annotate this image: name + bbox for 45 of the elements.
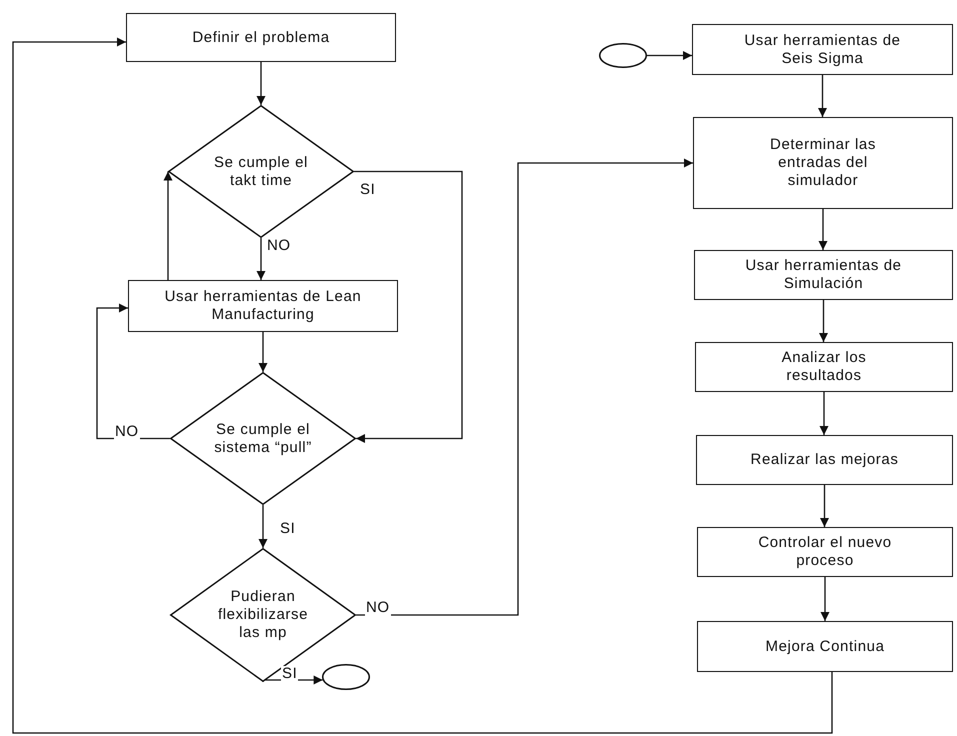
arrow	[820, 392, 828, 435]
edge-label: SI	[281, 666, 298, 682]
terminal-ellipse	[599, 43, 647, 68]
node-label: Analizar los resultados	[780, 349, 868, 385]
arrow	[818, 209, 828, 250]
process-box	[128, 280, 398, 332]
node-label: Usar herramientas de Seis Sigma	[743, 32, 902, 68]
node-label: Determinar las entradas del simulador	[769, 136, 877, 190]
arrow	[356, 158, 693, 616]
process-box	[695, 342, 953, 392]
decision-diamond	[170, 372, 356, 505]
edge-label: NO	[365, 600, 391, 616]
arrow	[354, 170, 463, 443]
arrow	[256, 238, 266, 280]
arrow	[258, 332, 268, 372]
decision-diamond	[168, 105, 354, 238]
node-label: Usar herramientas de Lean Manufacturing	[164, 288, 362, 324]
node-label: Usar herramientas de Simulación	[744, 257, 903, 293]
node-label: Se cumple el takt time	[213, 154, 309, 190]
node-label: Definir el problema	[192, 28, 330, 46]
node-label: Controlar el nuevo proceso	[757, 534, 893, 570]
process-box	[697, 527, 953, 577]
node-label: Pudieran flexibilizarse las mp	[216, 588, 310, 642]
edge-label: NO	[114, 424, 140, 440]
arrow	[258, 505, 268, 548]
arrow	[647, 51, 692, 60]
arrow	[818, 75, 827, 117]
arrow	[12, 38, 833, 734]
arrow	[164, 172, 172, 280]
node-label: Se cumple el sistema “pull”	[213, 420, 313, 456]
process-box	[692, 24, 953, 75]
process-box	[697, 621, 953, 672]
process-box	[696, 435, 953, 485]
arrow	[820, 577, 830, 621]
arrow	[96, 304, 170, 440]
node-label: Realizar las mejoras	[750, 451, 898, 469]
process-box	[126, 13, 396, 62]
process-box	[693, 117, 953, 209]
process-box	[694, 250, 953, 300]
terminal-ellipse	[322, 664, 370, 690]
arrow	[820, 485, 829, 527]
arrow	[819, 300, 828, 342]
decision-diamond	[170, 548, 356, 682]
node-label: Mejora Continua	[765, 638, 885, 656]
arrow	[256, 62, 266, 105]
